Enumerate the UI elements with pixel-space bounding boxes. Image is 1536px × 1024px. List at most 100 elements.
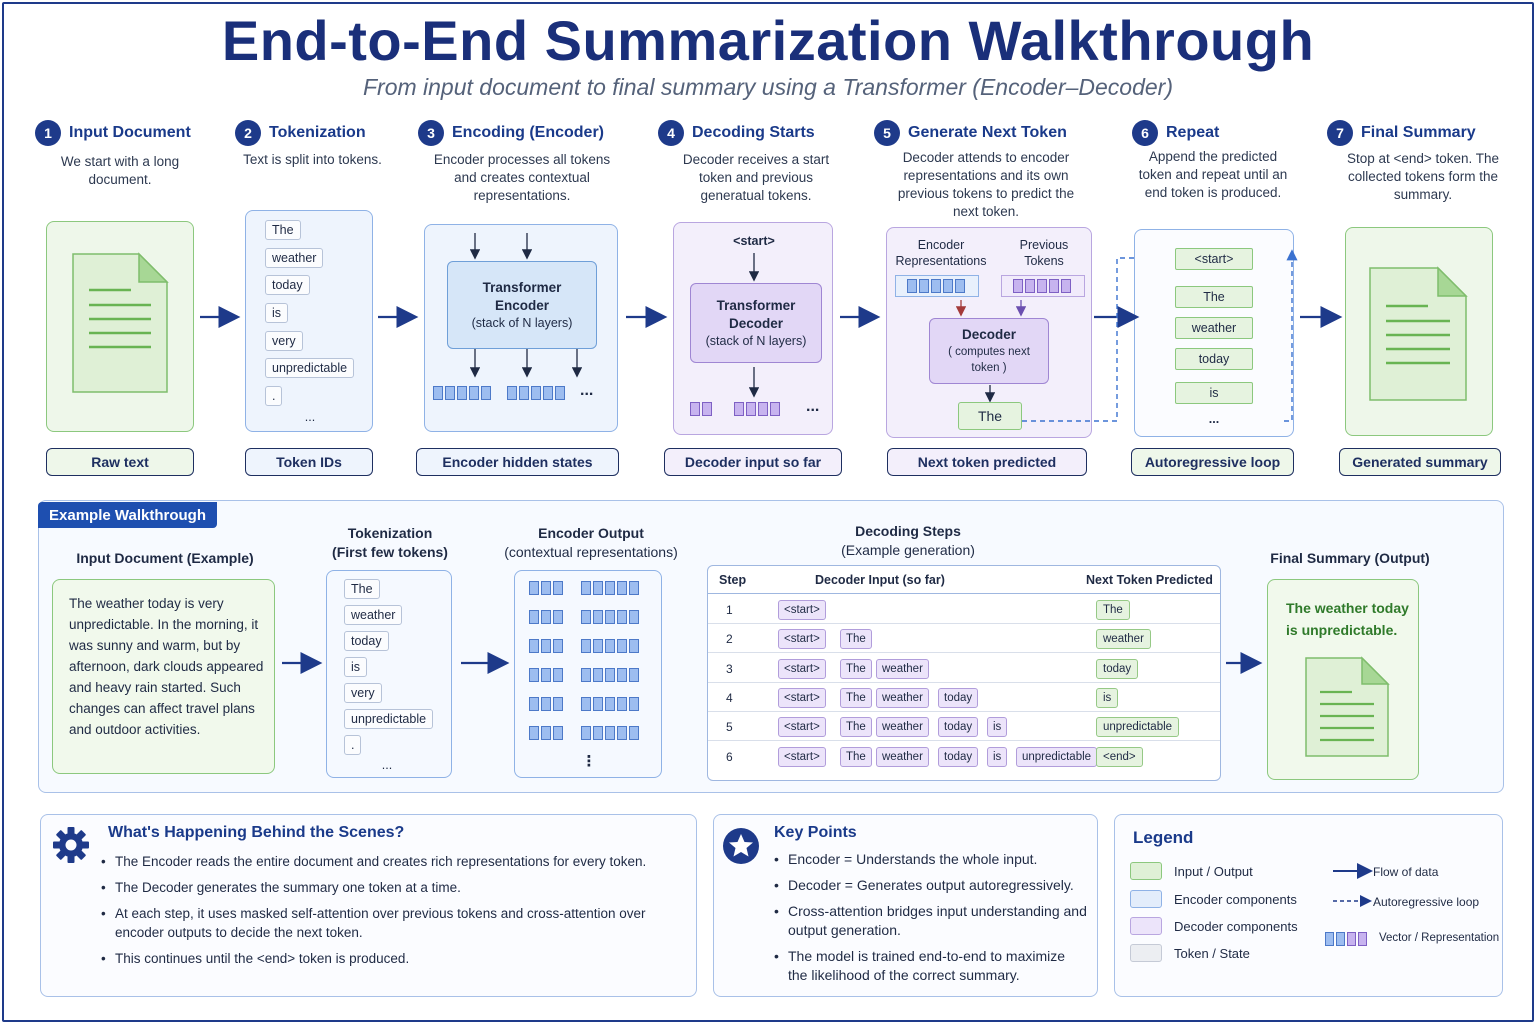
key-point-item: The model is trained end-to-end to maxim… [774, 947, 1088, 985]
key-points-panel: Key Points Encoder = Understands the who… [713, 814, 1098, 997]
next-token-predicted: today [1096, 658, 1139, 679]
step-6-header: 6 Repeat [1132, 120, 1219, 146]
decoder-input-token: The [840, 746, 872, 767]
next-token-predicted: <end> [1096, 746, 1143, 767]
step-number: 5 [874, 120, 900, 146]
token-chip: unpredictable [344, 709, 434, 729]
step-5-desc: Decoder attends to encoder representatio… [897, 150, 1075, 219]
start-token: <start> [733, 234, 775, 248]
hidden-state-vector [507, 386, 565, 400]
decoder-input-tag: Decoder input so far [664, 448, 842, 476]
more-vectors: ... [806, 398, 820, 415]
repr-vector [581, 581, 639, 595]
final-summary-text: The weather today is unpredictable. [1286, 600, 1409, 638]
step-title: Generate Next Token [908, 124, 1067, 141]
input-document-panel [46, 221, 194, 432]
step-6-desc: Append the predicted token and repeat un… [1138, 149, 1288, 200]
example-input-title: Input Document (Example) [76, 550, 254, 566]
step-number: 3 [418, 120, 444, 146]
repr-vector [581, 639, 639, 653]
next-token-predicted: unpredictable [1096, 717, 1180, 738]
example-flow-arrows [282, 652, 1263, 674]
autoregressive-loop-tag: Autoregressive loop [1131, 448, 1294, 476]
decoder-input-token: is [987, 717, 1008, 738]
repeat-token: <start> [1175, 248, 1253, 270]
decoder-input-token: weather [876, 717, 929, 738]
more-vectors: ... [580, 382, 594, 399]
repeat-panel: <start> The weather today is ... [1134, 229, 1294, 437]
behind-item: At each step, it uses masked self-attent… [101, 904, 681, 942]
subtitle-line: (contextual representations) [504, 544, 678, 560]
repr-vector [529, 668, 563, 682]
step-title: Tokenization [269, 124, 366, 141]
more-tokens: ... [1208, 412, 1220, 426]
behind-the-scenes-panel: What's Happening Behind the Scenes? The … [40, 814, 697, 997]
decoder-input-token: The [840, 658, 872, 679]
behind-title: What's Happening Behind the Scenes? [108, 824, 405, 841]
decoder-subtitle: (stack of N layers) [705, 334, 807, 348]
document-icon [1369, 266, 1468, 401]
token-chip: weather [265, 248, 324, 268]
encoder-arrows [469, 233, 583, 378]
legend-title: Legend [1133, 828, 1194, 847]
more-tokens: ... [381, 758, 393, 772]
final-summary-example-panel: The weather today is unpredictable. [1267, 579, 1419, 780]
repeat-token: The [1175, 286, 1253, 308]
decoder-input-token: <start> [778, 717, 826, 738]
legend-vector-label: Vector / Representation [1379, 932, 1500, 944]
repr-vector [529, 581, 563, 595]
decoder-input-token: weather [876, 746, 929, 767]
more-tokens: ... [304, 410, 316, 424]
final-summary-example-title: Final Summary (Output) [1270, 550, 1430, 566]
step-title: Decoding Starts [692, 124, 815, 141]
page-title: End-to-End Summarization Walkthrough [221, 9, 1315, 72]
next-token-predicted: The [1096, 600, 1130, 620]
top-flow-arrows [200, 249, 1343, 422]
decoder-input-token: The [840, 629, 872, 650]
encoder-hidden-states-tag: Encoder hidden states [416, 448, 619, 476]
raw-text-tag: Raw text [46, 448, 194, 476]
key-point-item: Cross-attention bridges input understand… [774, 902, 1088, 940]
gear-icon [53, 827, 89, 863]
step-number: 7 [1327, 120, 1353, 146]
token-ids-tag: Token IDs [245, 448, 373, 476]
transformer-decoder-box: Transformer Decoder (stack of N layers) [690, 283, 822, 363]
header-step: Step [719, 573, 747, 587]
step-1-desc: We start with a long document. [60, 154, 180, 187]
decoder-title: Decoder [961, 327, 1017, 342]
step-4-desc: Decoder receives a start token and previ… [682, 152, 830, 203]
previous-tokens-label: Previous Tokens [1019, 238, 1069, 268]
repeat-token: weather [1175, 317, 1253, 339]
subtitle-line: (First few tokens) [332, 544, 448, 560]
example-badge: Example Walkthrough [38, 502, 217, 528]
legend-loop-label: Autoregressive loop [1373, 895, 1480, 909]
decoder-input-token: unpredictable [1016, 746, 1098, 767]
step-number: 4 [726, 690, 733, 705]
token-chip: today [265, 275, 310, 295]
decoder-input-token: <start> [778, 600, 826, 620]
example-token-panel: The weather today is very unpredictable … [326, 570, 452, 778]
prev-tokens-vector [1013, 279, 1071, 293]
step-number: 3 [726, 661, 733, 676]
decoder-input-token: <start> [778, 746, 826, 767]
repr-vector [581, 697, 639, 711]
step-7-header: 7 Final Summary [1327, 120, 1476, 146]
decoder-input-token: today [938, 687, 979, 708]
decoder-next-box: Decoder ( computes next token ) [929, 318, 1049, 384]
repr-vector [529, 610, 563, 624]
key-point-item: Encoder = Understands the whole input. [774, 850, 1088, 869]
decoder-input-token: The [840, 717, 872, 738]
repr-vector [581, 668, 639, 682]
repr-vector [581, 726, 639, 740]
next-token-tag: Next token predicted [887, 448, 1087, 476]
encoder-subtitle: (stack of N layers) [471, 316, 573, 330]
token-chip: is [265, 303, 289, 323]
legend-label: Input / Output [1174, 864, 1253, 879]
decoder-input-token: The [840, 687, 872, 708]
decoder-input-vector [734, 402, 780, 416]
example-input-panel: The weather today is very unpredictable.… [52, 579, 275, 774]
step-number: 6 [726, 749, 733, 764]
encoder-title: Transformer Encoder [482, 280, 562, 313]
